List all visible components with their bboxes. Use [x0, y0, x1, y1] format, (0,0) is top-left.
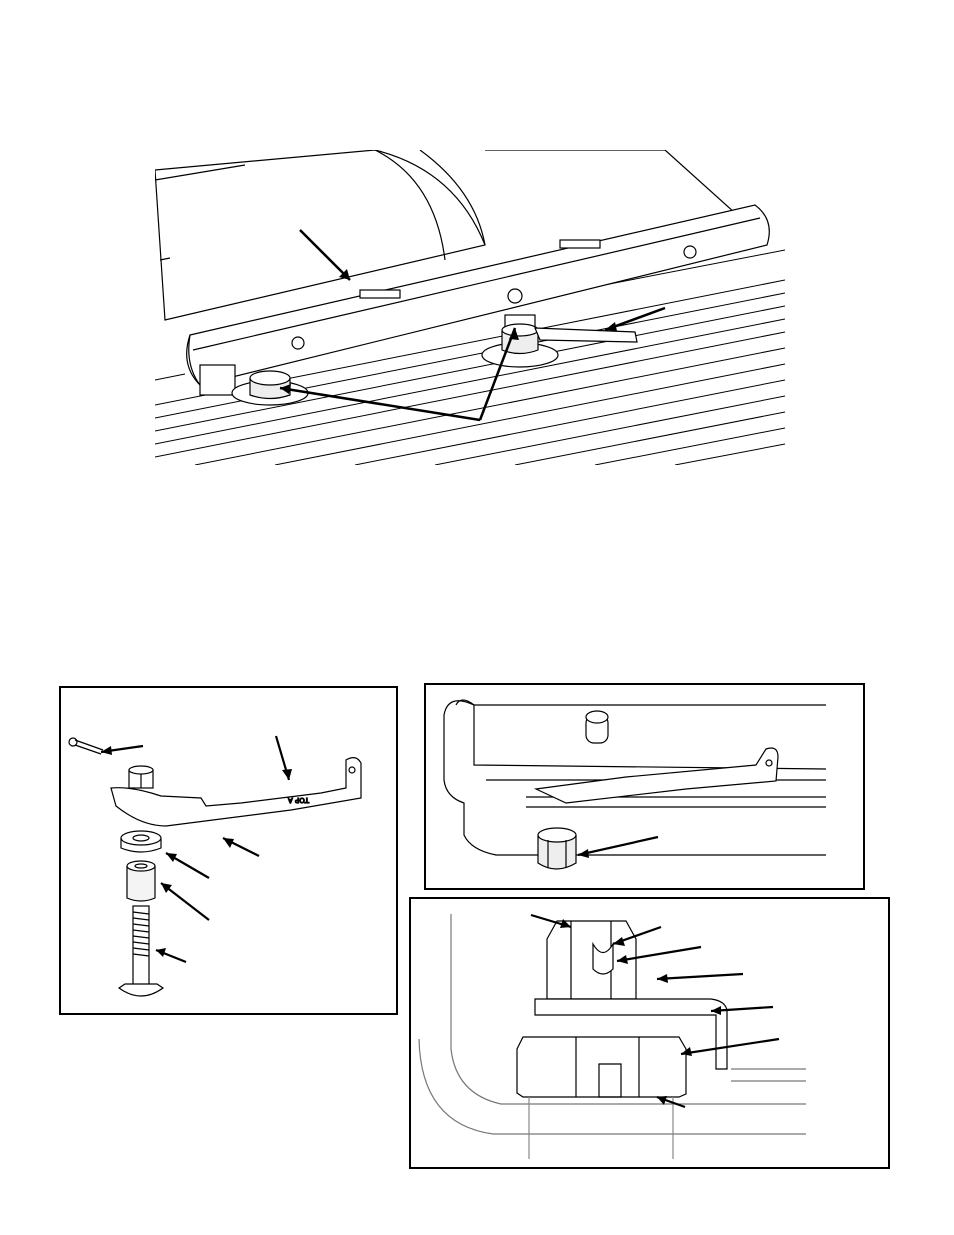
hex-nut	[121, 831, 161, 852]
strap-bracket	[536, 748, 778, 803]
cotter-pin	[69, 738, 103, 754]
hex-nut	[517, 1037, 686, 1097]
coupling-nut	[127, 861, 155, 901]
leader-arrow	[578, 837, 658, 855]
mount-hardware-left	[232, 371, 308, 405]
bracket-mount-figure	[424, 683, 865, 890]
bracket-mount-drawing	[426, 685, 863, 888]
assembly-overview-drawing	[155, 150, 785, 465]
hardware-kit-figure: TOP A	[59, 686, 398, 1015]
castle-nut-detail-drawing	[411, 899, 888, 1167]
bolt-shank	[529, 1097, 673, 1159]
assembly-overview-figure	[155, 150, 785, 465]
hardware-kit-drawing: TOP A	[61, 688, 396, 1013]
castle-nut-detail-figure	[409, 897, 890, 1169]
bottom-nut	[538, 828, 576, 869]
stamp-text: TOP A	[288, 796, 310, 804]
castle-nut	[129, 766, 153, 788]
